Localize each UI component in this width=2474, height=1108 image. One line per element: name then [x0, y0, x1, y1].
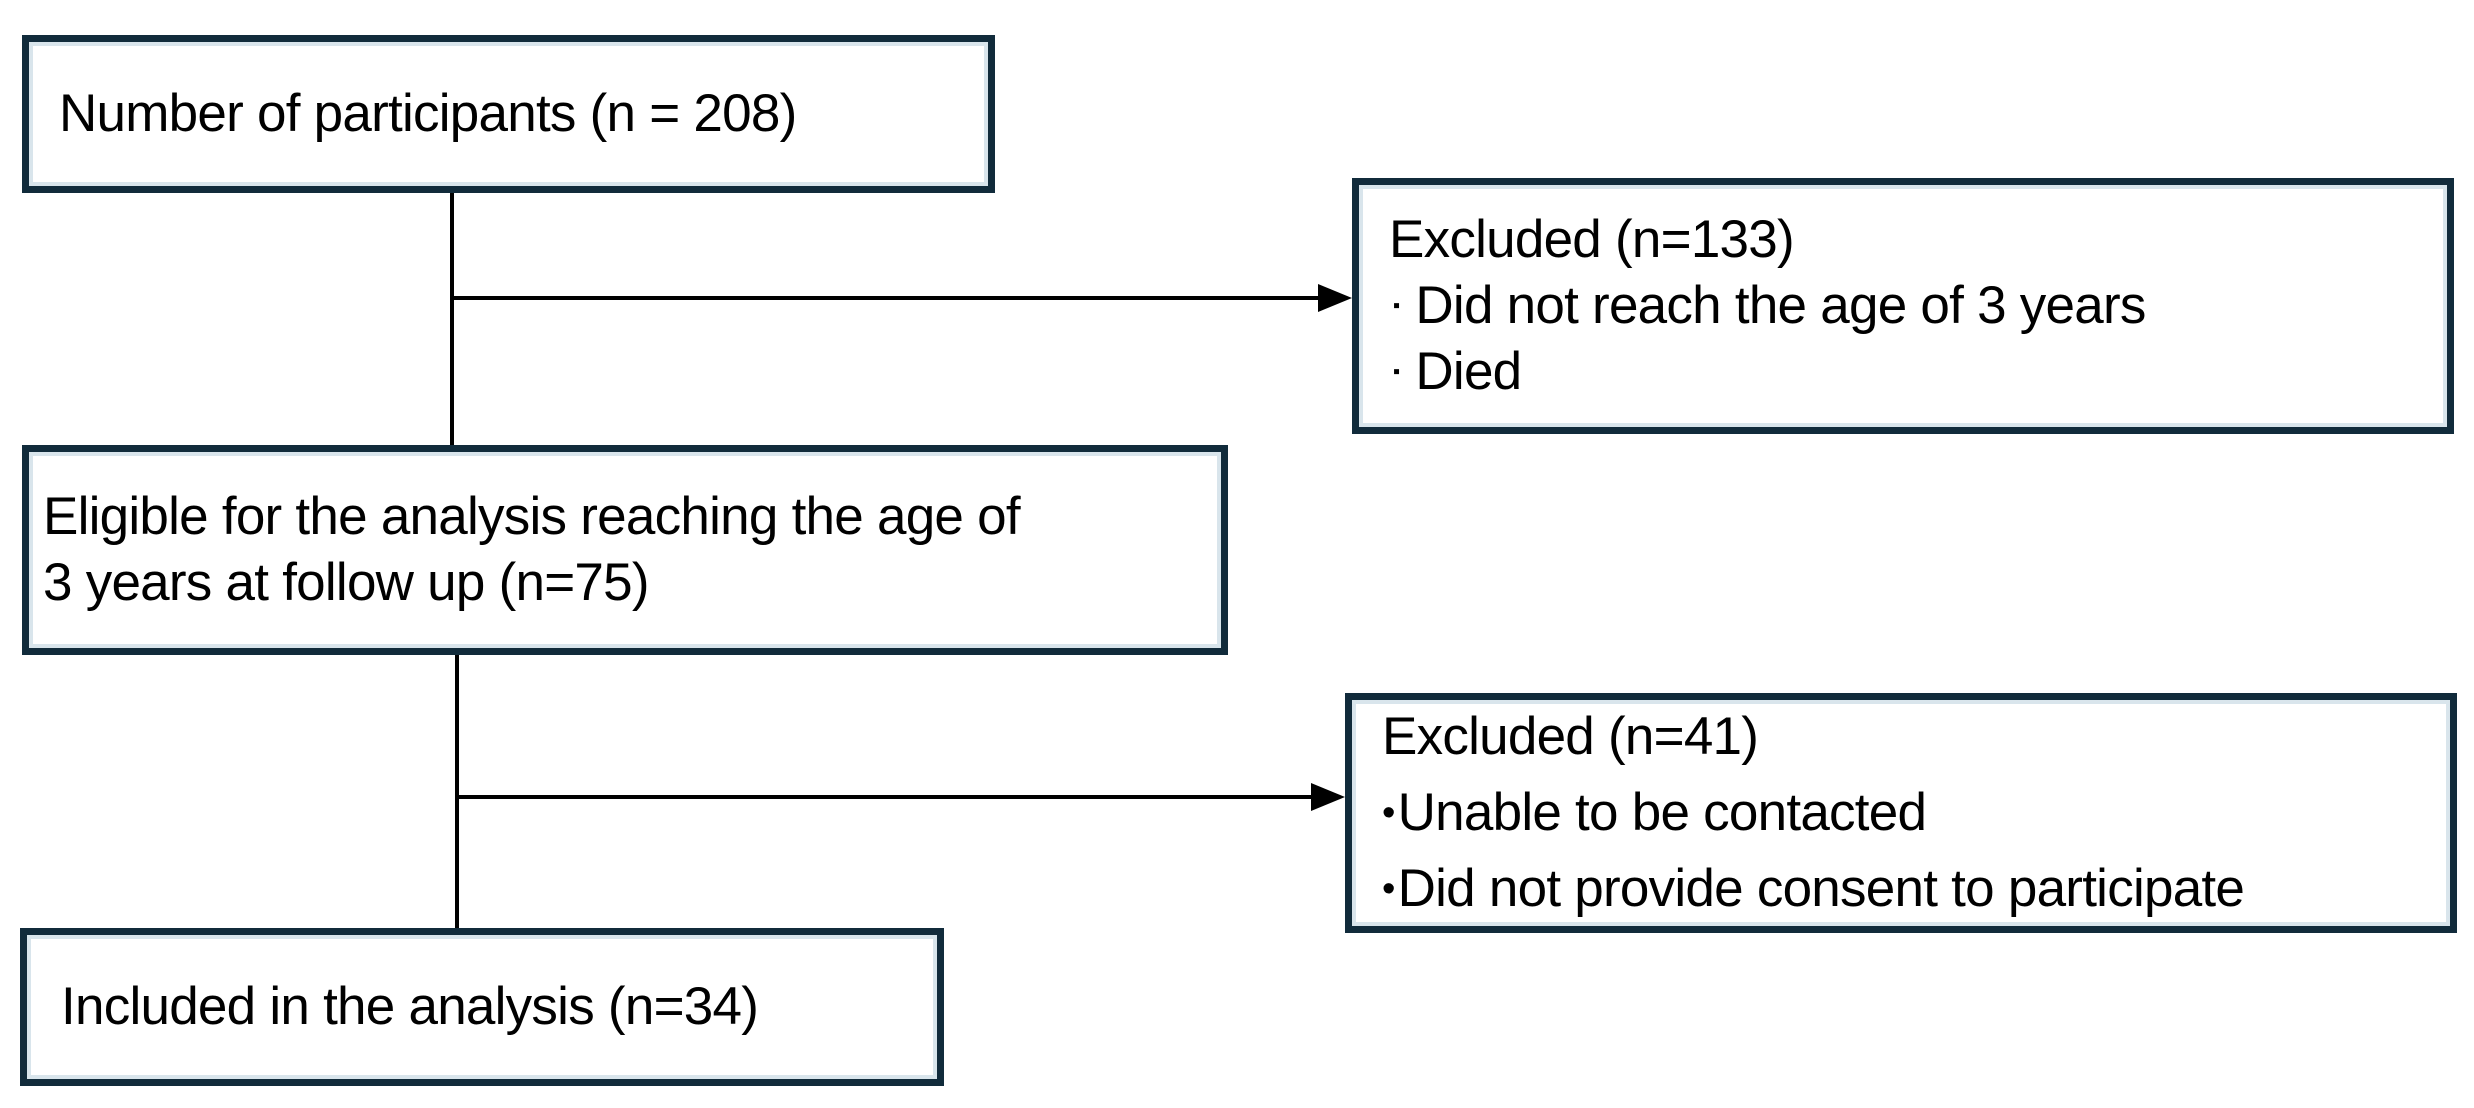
box-excluded-1: Excluded (n=133) ▪ Did not reach the age… — [1352, 178, 2454, 434]
box-excluded-2-title: Excluded (n=41) — [1382, 707, 1759, 766]
box-included-text: Included in the analysis (n=34) — [61, 977, 759, 1036]
box-excluded-2-item-text: Unable to be contacted — [1397, 783, 1927, 842]
box-excluded-2-item: • Unable to be contacted — [1382, 775, 2450, 851]
box-eligible-text-line: 3 years at follow up (n=75) — [43, 553, 650, 612]
box-participants-text: Number of participants (n = 208) — [59, 84, 797, 143]
dot-bullet-icon: • — [1382, 791, 1395, 834]
box-eligible: Eligible for the analysis reaching the a… — [22, 445, 1228, 655]
box-excluded-1-item-text: Died — [1415, 342, 1522, 401]
box-excluded-1-title: Excluded (n=133) — [1389, 210, 1795, 269]
box-excluded-1-item: ▪ Did not reach the age of 3 years — [1389, 273, 2447, 339]
dot-bullet-icon: • — [1382, 867, 1395, 910]
box-participants: Number of participants (n = 208) — [22, 35, 995, 193]
box-excluded-1-item-text: Did not reach the age of 3 years — [1415, 276, 2146, 335]
box-eligible-text-line: Eligible for the analysis reaching the a… — [43, 487, 1021, 546]
square-bullet-icon: ▪ — [1393, 361, 1400, 383]
arrowhead-excluded1-icon — [1318, 284, 1352, 312]
arrowhead-excluded2-icon — [1311, 783, 1345, 811]
box-included: Included in the analysis (n=34) — [20, 928, 944, 1086]
box-excluded-2-item-text: Did not provide consent to participate — [1397, 859, 2245, 918]
box-excluded-2-item: • Did not provide consent to participate — [1382, 851, 2450, 926]
square-bullet-icon: ▪ — [1393, 295, 1400, 317]
box-excluded-2: Excluded (n=41) • Unable to be contacted… — [1345, 693, 2457, 933]
box-excluded-1-item: ▪ Died — [1389, 339, 2447, 405]
